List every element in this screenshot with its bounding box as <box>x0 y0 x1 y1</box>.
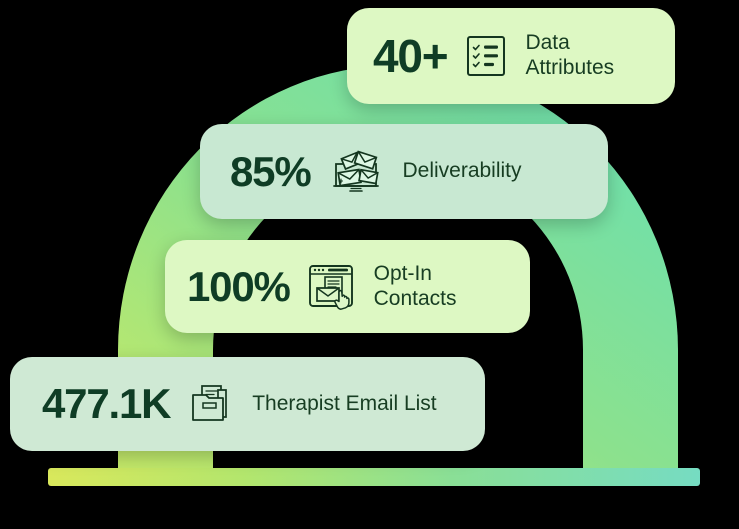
stat-card-optin-contacts[interactable]: 100% Opt-In Conta <box>165 240 530 333</box>
browser-envelope-click-icon <box>306 261 358 313</box>
base-gradient-bar <box>48 468 700 486</box>
stat-value-data-attributes: 40+ <box>373 30 449 82</box>
stat-label-data-attributes: Data Attributes <box>525 31 615 79</box>
stat-value-deliverability: 85% <box>230 147 312 195</box>
stat-card-therapist-email-list[interactable]: 477.1K Therapist Email List <box>10 357 485 451</box>
stat-label-deliverability: Deliverability <box>402 159 522 183</box>
monitor-envelopes-icon <box>330 148 382 196</box>
stat-label-optin-contacts: Opt-In Contacts <box>373 261 457 310</box>
stat-value-therapist-email-list: 477.1K <box>42 380 171 427</box>
stat-value-optin-contacts: 100% <box>187 262 291 310</box>
stat-card-deliverability[interactable]: 85% <box>200 124 608 219</box>
stat-label-therapist-email-list: Therapist Email List <box>252 391 437 415</box>
folder-files-icon <box>188 381 234 427</box>
base-gradient-bar-svg <box>48 468 700 486</box>
checklist-icon <box>465 34 507 78</box>
stat-card-data-attributes[interactable]: 40+ Data Attributes <box>347 8 675 104</box>
